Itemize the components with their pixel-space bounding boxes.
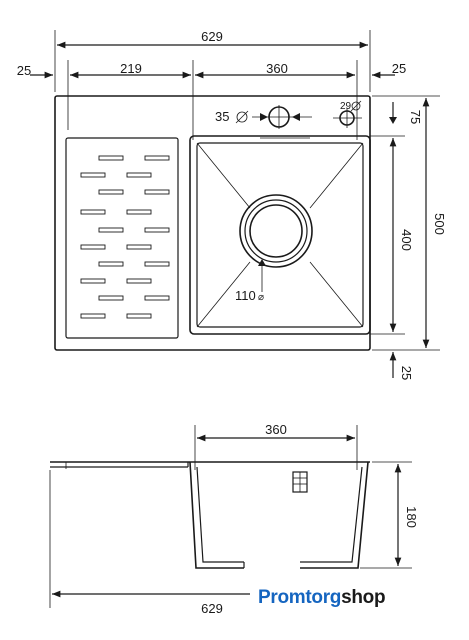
dim-right-margin-label: 25 xyxy=(392,61,406,76)
bowl-inner xyxy=(196,142,364,328)
diameter-symbol: ⌀ xyxy=(258,292,264,303)
side-view: 360 180 629 xyxy=(49,422,419,616)
dim-top-breakdown: 25 219 360 25 xyxy=(17,60,406,140)
drain-diameter-callout: 110 ⌀ xyxy=(235,259,266,303)
side-profile xyxy=(50,461,370,569)
dim-side-total-label: 629 xyxy=(201,601,223,616)
diameter-symbol-small-1 xyxy=(235,110,249,124)
dim-bowl-width-label: 360 xyxy=(266,61,288,76)
tap-hole-label: 29 xyxy=(340,101,352,112)
holes: 35 29 xyxy=(215,100,362,129)
drain-outer-ring xyxy=(239,194,313,268)
bowl-outer xyxy=(189,135,371,335)
bowl xyxy=(189,135,371,335)
dim-top-offset-label: 75 xyxy=(408,110,423,124)
drainboard-slots xyxy=(80,155,170,319)
drain-mid-ring xyxy=(244,199,308,263)
dim-side-total: 629 xyxy=(49,470,250,616)
dim-top-total: 629 xyxy=(54,29,371,92)
sink-outline xyxy=(54,95,371,351)
dim-bowl-height-label: 180 xyxy=(404,506,419,528)
dim-top-total-label: 629 xyxy=(201,29,223,44)
brand-logo: Promtorgshop xyxy=(258,587,386,609)
brand-logo-part2: shop xyxy=(341,587,386,608)
dim-drainboard-label: 219 xyxy=(120,61,142,76)
dim-side-bowl-width-label: 360 xyxy=(265,422,287,437)
dim-left-margin-label: 25 xyxy=(17,63,31,78)
drain-diameter-label: 110 xyxy=(235,288,256,303)
dim-bowl-depth-label: 400 xyxy=(399,229,414,251)
drain-inner-ring xyxy=(249,204,303,258)
dim-side-bowl-width: 360 xyxy=(194,422,358,470)
overflow-hole-label: 35 xyxy=(215,109,229,124)
diameter-symbol-small-2 xyxy=(350,100,362,112)
dim-right-vertical: 75 400 500 25 xyxy=(370,95,447,380)
brand-logo-part1: Promtorg xyxy=(258,587,342,608)
dim-bowl-height: 180 xyxy=(360,461,419,569)
drainboard-area xyxy=(65,137,179,339)
dim-total-depth-label: 500 xyxy=(432,213,447,235)
top-view: 629 25 219 360 25 xyxy=(17,29,447,380)
drainboard xyxy=(65,137,179,339)
dim-bottom-margin-label: 25 xyxy=(399,366,414,380)
